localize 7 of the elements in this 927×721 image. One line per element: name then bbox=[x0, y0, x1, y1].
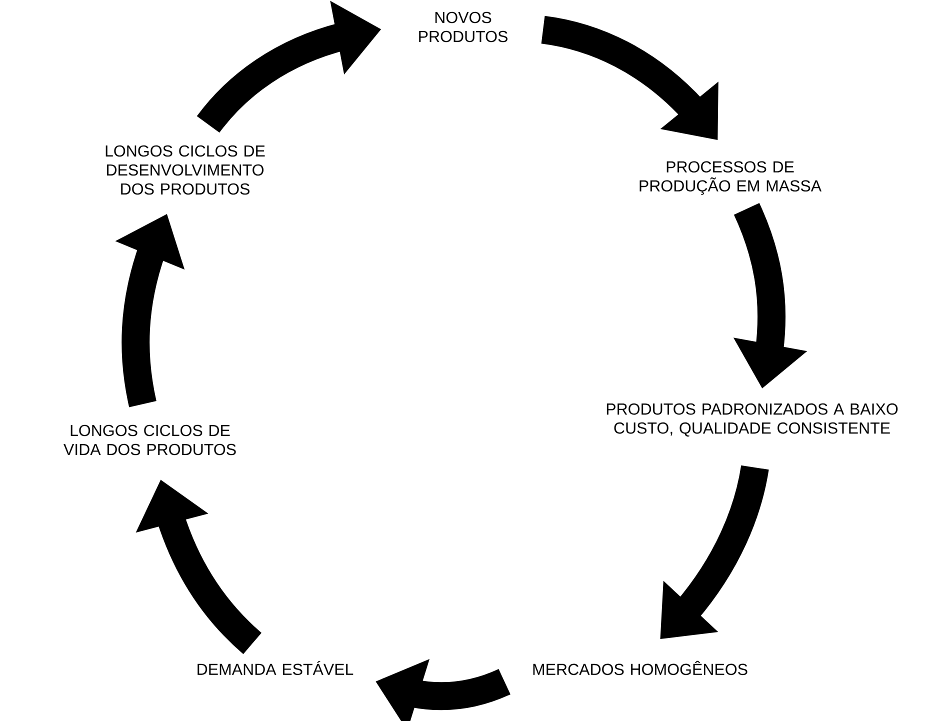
cycle-label: DEMANDA ESTÁVEL bbox=[198, 660, 354, 676]
cycle-label: NOVOS PRODUTOS bbox=[419, 12, 508, 42]
cycle-label: LONGOS CICLOS DE VIDA DOS PRODUTOS bbox=[64, 424, 236, 456]
cycle-label: PROCESSOS DE PRODUÇÃO EM MASSA bbox=[640, 161, 822, 195]
cycle-label: LONGOS CICLOS DE DESENVOLVIMENTO DOS PRODUTOS bbox=[106, 145, 265, 195]
cycle-label: MERCADOS HOMOGÊNEOS bbox=[533, 660, 748, 676]
cycle-label: PRODUTOS PADRONIZADOS A BAIXO CUSTO, QUALIDADE CONSISTENTE bbox=[606, 403, 898, 437]
